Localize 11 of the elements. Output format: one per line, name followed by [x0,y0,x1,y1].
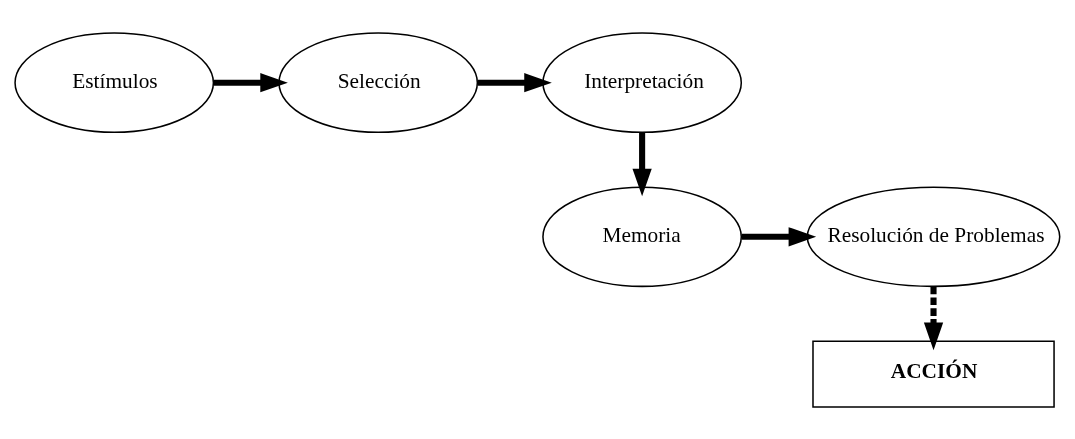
arrow [213,72,288,92]
node-ellipse: Selección [278,31,479,133]
node-ellipse: Memoria [542,185,743,287]
node-ellipse: Resolución de Problemas [806,185,1061,287]
node-box: ACCIÓN [812,340,1055,408]
arrow [632,131,652,196]
arrow [923,286,944,350]
node-ellipse: Estímulos [14,31,215,133]
arrow [477,72,552,92]
arrow [741,226,817,246]
node-ellipse: Interpretación [542,31,743,133]
